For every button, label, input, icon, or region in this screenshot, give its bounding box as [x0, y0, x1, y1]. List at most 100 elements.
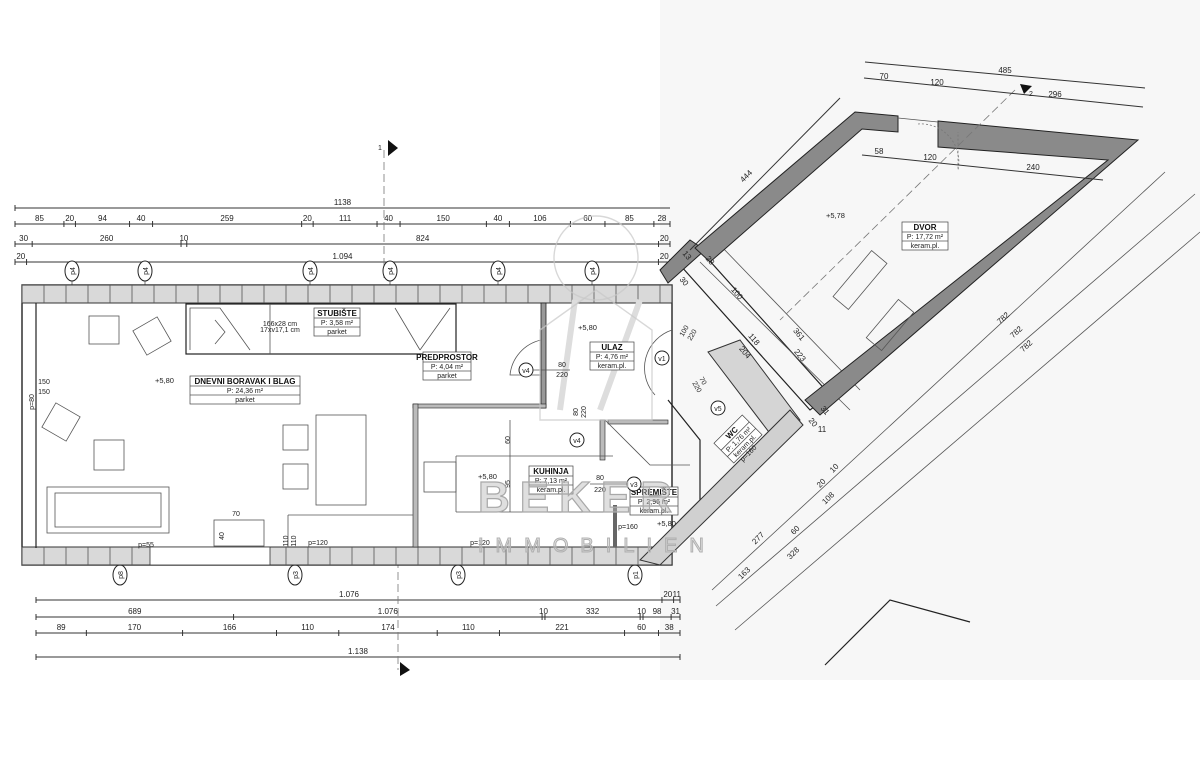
dim-text: 70: [880, 72, 889, 81]
label: 150: [38, 379, 50, 386]
dim-text: 166: [223, 623, 237, 632]
main-building: [21, 284, 701, 566]
room-area: P: 17,72 m²: [907, 234, 944, 241]
dim-text: 1.076: [339, 590, 360, 599]
room-area: P: 4,04 m²: [431, 364, 464, 371]
label: p=55: [138, 542, 154, 549]
dim-text: 1.138: [348, 647, 369, 656]
elevation: +5,80: [155, 376, 174, 385]
room-floor: keram.pl.: [911, 243, 940, 250]
room-name: ULAZ: [601, 343, 622, 352]
room-floor: parket: [327, 329, 347, 336]
axis-marker: [137, 260, 153, 282]
elevation: +5,80: [578, 323, 597, 332]
dim-text: 485: [998, 66, 1012, 75]
dim-text: 689: [128, 607, 142, 616]
axis-label: p1: [633, 571, 640, 579]
door-tag: v3: [630, 482, 638, 489]
axis-label: p4: [388, 267, 395, 275]
room-floor: keram.pl.: [537, 487, 566, 494]
room-area: P: 4,76 m²: [596, 354, 629, 361]
room-name: DVOR: [913, 223, 936, 232]
dim-text: 38: [665, 623, 674, 632]
label: p=160: [618, 524, 638, 531]
page-bottom: [0, 680, 1200, 763]
axis-label: p4: [590, 267, 597, 275]
dim-text: 20: [660, 252, 669, 261]
courtyard-building: 2: [694, 84, 1200, 666]
dim-text: 20: [303, 214, 312, 223]
dim-text: 60: [583, 214, 592, 223]
label: 70: [232, 511, 240, 518]
room-floor: keram.pl.: [640, 508, 669, 515]
dim-text: 150: [437, 214, 451, 223]
dim-text: 120: [923, 153, 937, 162]
stair-note: 17xv17,1 cm: [260, 327, 300, 334]
dim-text: 98: [653, 607, 662, 616]
axis-label: p8: [118, 571, 125, 579]
door-height: 220: [690, 380, 702, 394]
dim-text: 11: [673, 590, 682, 599]
dim-text: 296: [1048, 90, 1062, 99]
label: 150: [38, 389, 50, 396]
label: 110: [283, 535, 290, 546]
dim-text: 89: [57, 623, 66, 632]
axis-marker: [382, 260, 398, 282]
room-label-dvor: DVOR P: 17,72 m² keram.pl.: [901, 221, 949, 251]
section-marker-1: 1: [378, 140, 410, 676]
dim-text: 85: [625, 214, 634, 223]
dim-text: 31: [671, 607, 680, 616]
door-width: 80: [573, 408, 580, 416]
axis-label: p4: [308, 267, 315, 275]
dim-text: 111: [339, 214, 352, 223]
label: 95: [505, 480, 512, 488]
dim-text: 94: [98, 214, 107, 223]
elevation: +5,78: [826, 211, 845, 220]
dim-text: 1.076: [378, 607, 399, 616]
axis-label: p4: [143, 267, 150, 275]
label: 40: [219, 532, 226, 540]
stairs: [185, 303, 457, 355]
room-name: KUHINJA: [533, 467, 569, 476]
door-tag: v4: [522, 368, 530, 375]
dim-text: 28: [657, 214, 666, 223]
axis-label: p3: [456, 571, 463, 579]
door-width: 80: [558, 362, 566, 369]
room-name: PREDPROSTOR: [416, 353, 478, 362]
label: p=80: [29, 394, 36, 410]
room-area: P: 24,36 m²: [227, 388, 264, 395]
room-floor: parket: [235, 397, 255, 404]
dim-text: 40: [384, 214, 393, 223]
label: 110: [291, 535, 298, 546]
dim-text: 20: [660, 234, 669, 243]
dim-text: 110: [462, 623, 475, 632]
door-width: 100: [679, 324, 691, 338]
door-width: 80: [596, 475, 604, 482]
door-width: 70: [697, 376, 707, 386]
room-area: P: 2,96 m²: [638, 499, 671, 506]
axis-marker: [64, 260, 80, 282]
dim-text: 11: [818, 425, 827, 434]
dim-text: 170: [128, 623, 142, 632]
dim-text: 60: [637, 623, 646, 632]
dim-text: 20: [65, 214, 74, 223]
label: p=120: [470, 540, 490, 547]
dim-text: 10: [179, 234, 188, 243]
dim-text: 20: [16, 252, 25, 261]
dim-text: 1.094: [332, 252, 353, 261]
dim-total: 1138: [334, 198, 352, 207]
door-tag: v4: [573, 438, 581, 445]
stair-note: 166x28 cm: [263, 321, 297, 328]
dim-text: 58: [875, 147, 884, 156]
label: 60: [505, 436, 512, 444]
door-tag: v1: [658, 356, 666, 363]
axis-label: p4: [70, 267, 77, 275]
dim-text: 110: [301, 623, 314, 632]
